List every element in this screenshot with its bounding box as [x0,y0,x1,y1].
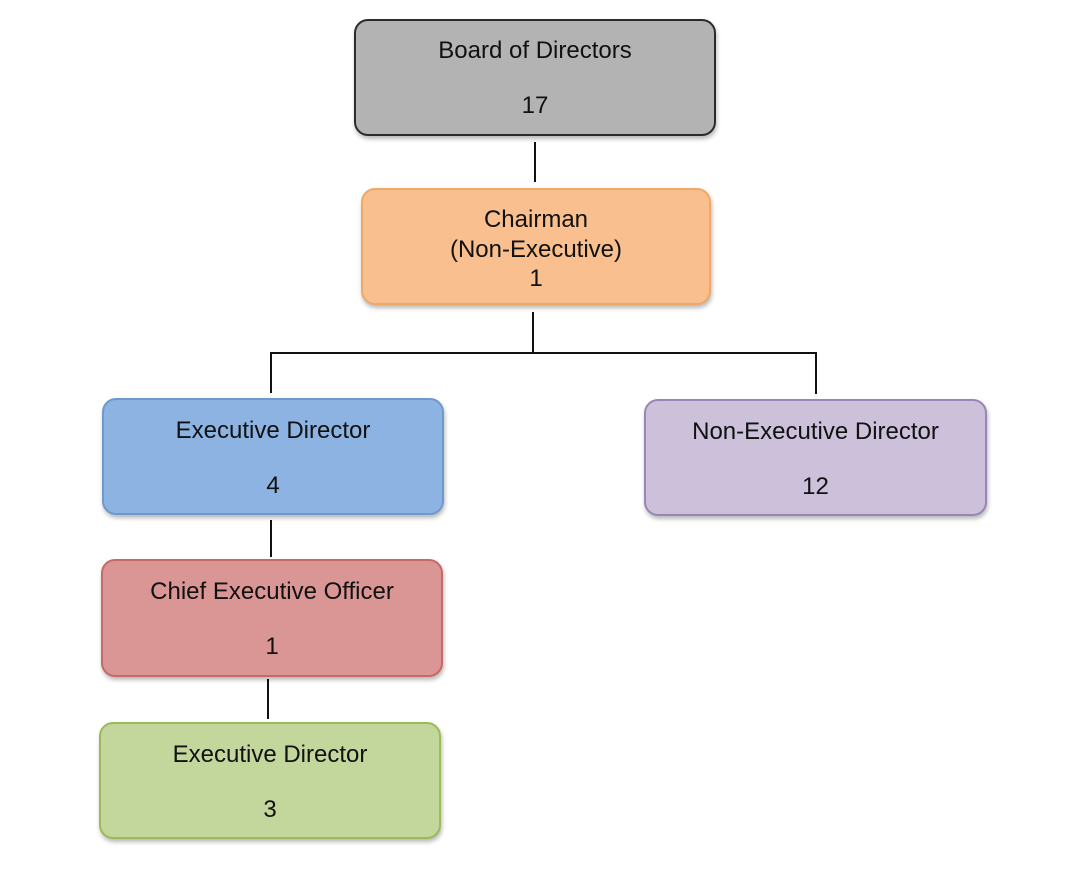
node-count: 1 [265,633,279,660]
node-chairman: Chairman (Non-Executive) 1 [361,188,711,305]
node-title-line-2: (Non-Executive) [449,236,623,263]
node-title: Executive Director [172,741,368,768]
node-title-line-1: Chairman [483,206,589,233]
node-title: Board of Directors [438,37,632,64]
node-count: 4 [266,472,280,499]
node-board-of-directors: Board of Directors 17 [354,19,716,136]
node-executive-director: Executive Director 4 [102,398,444,515]
node-title: Chairman (Non-Executive) [363,205,709,265]
node-count: 12 [802,473,829,500]
node-chief-executive-officer: Chief Executive Officer 1 [101,559,443,677]
node-count: 1 [529,265,543,292]
node-title: Executive Director [175,417,371,444]
node-title: Non-Executive Director [692,418,939,445]
node-title: Chief Executive Officer [150,578,394,605]
node-count: 3 [263,796,277,823]
node-non-executive-director: Non-Executive Director 12 [644,399,987,516]
node-count: 17 [521,92,549,119]
node-executive-director-2: Executive Director 3 [99,722,441,839]
